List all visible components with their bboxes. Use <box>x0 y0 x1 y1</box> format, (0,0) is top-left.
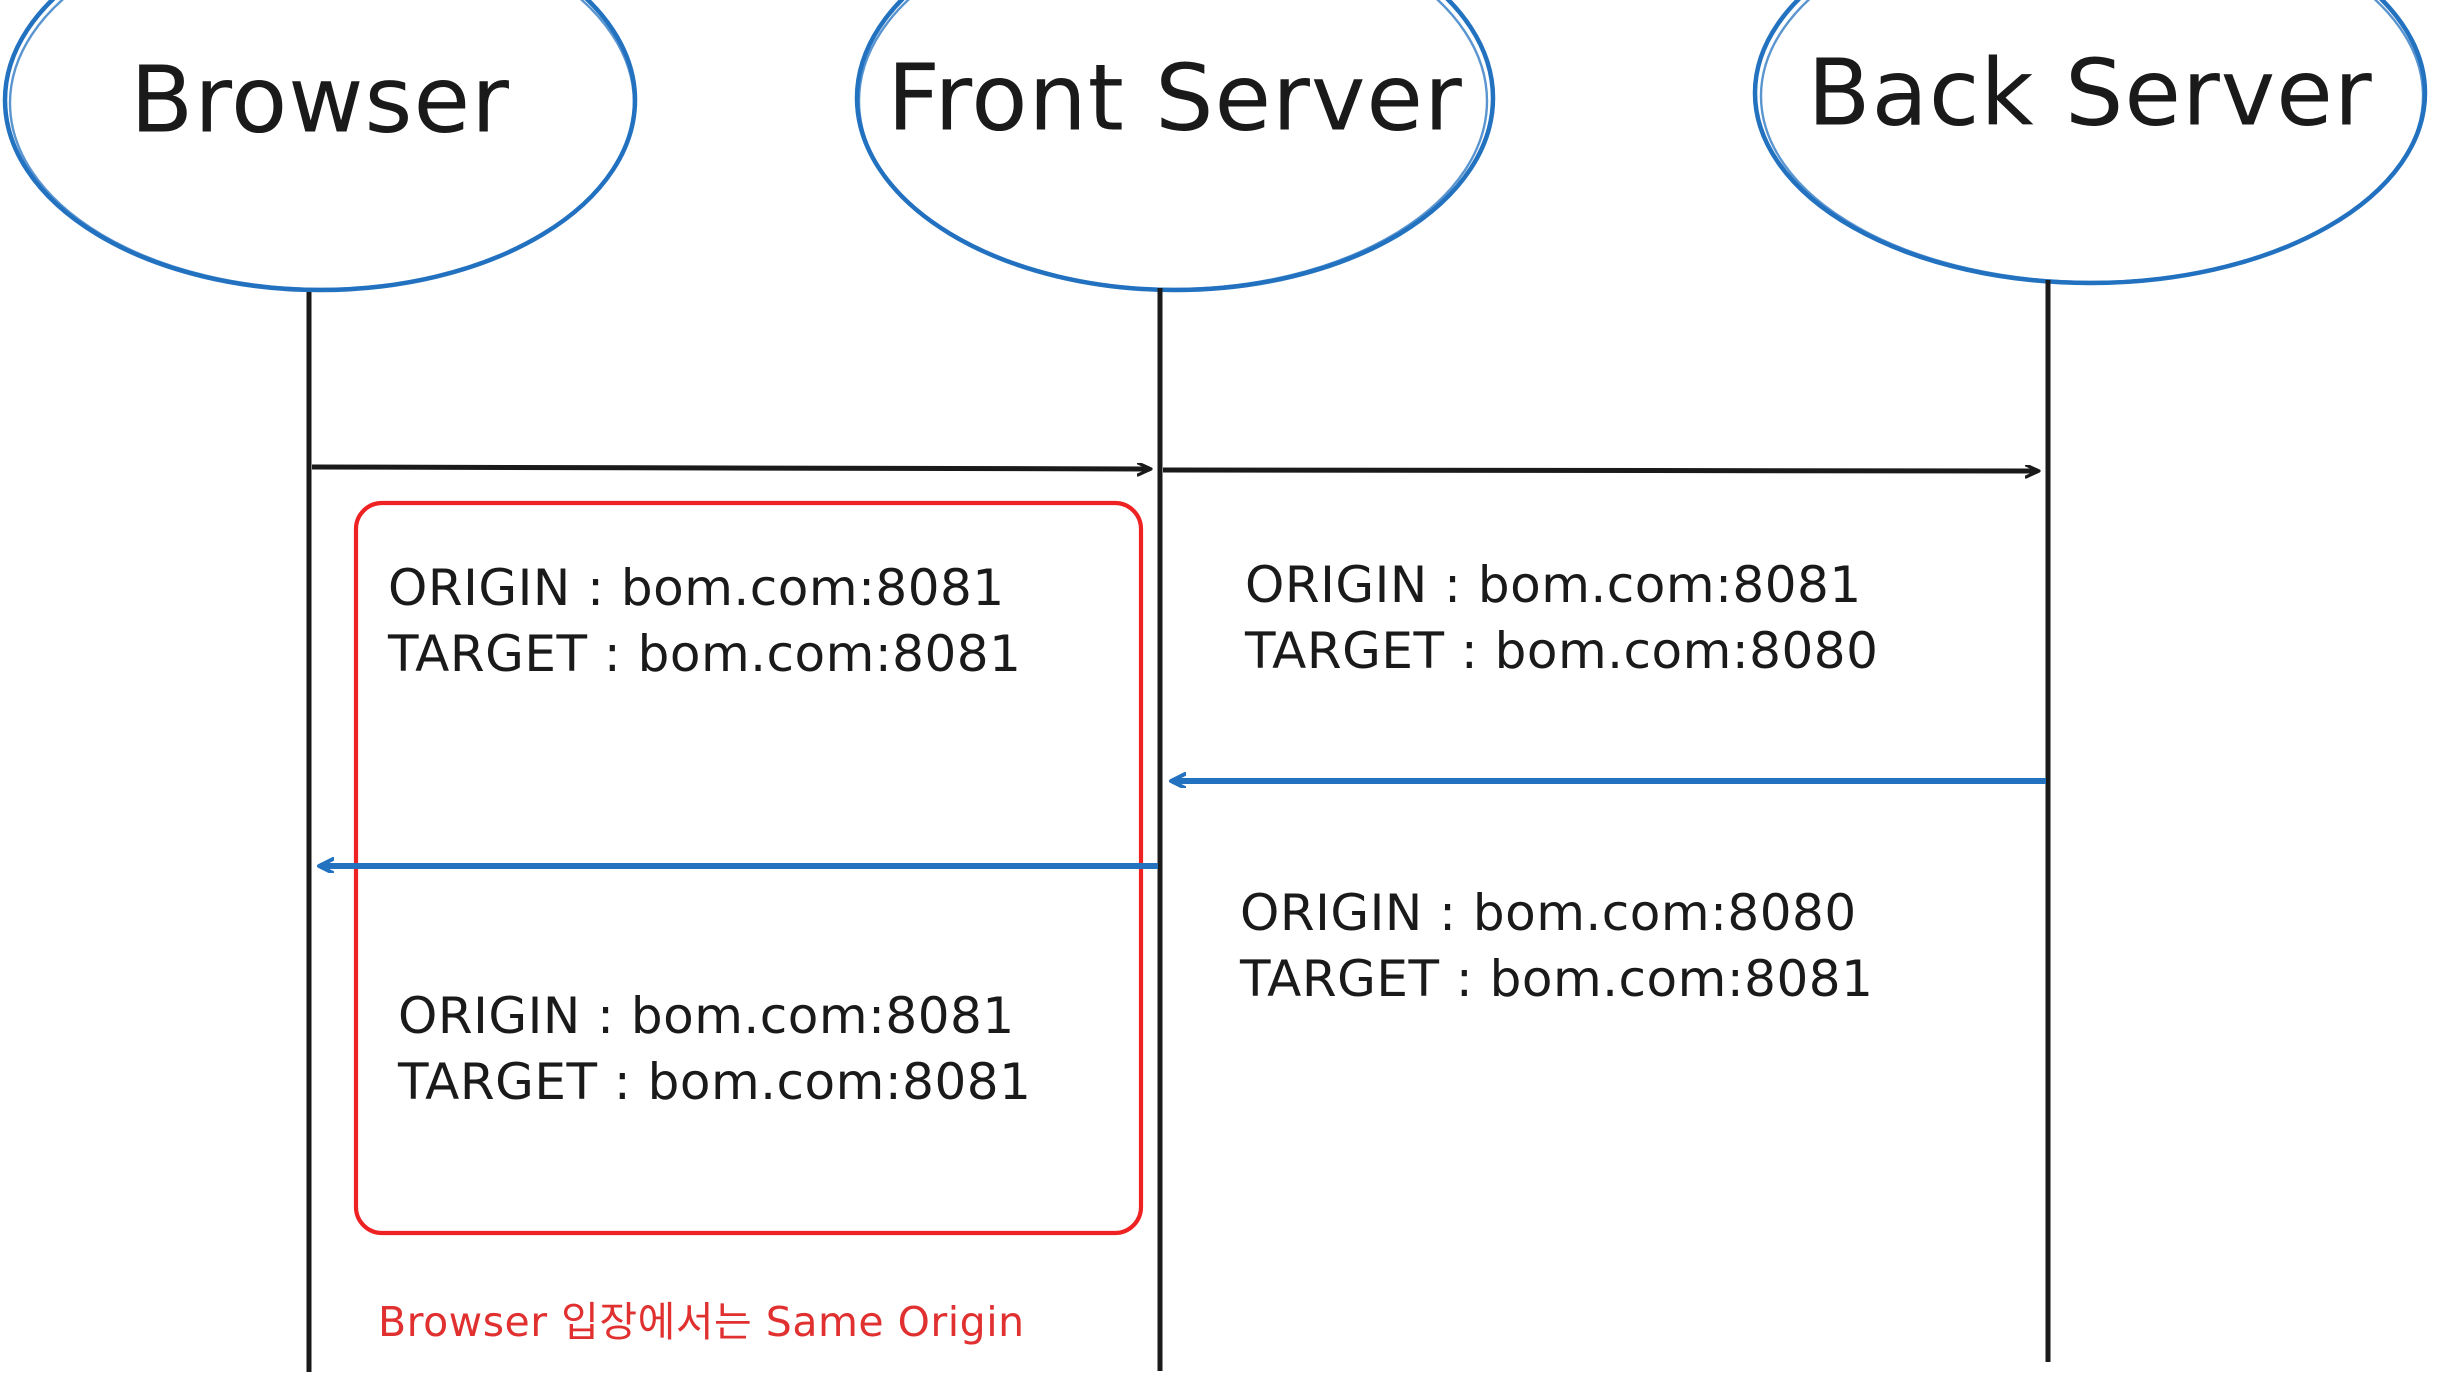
target-line: TARGET : bom.com:8080 <box>1245 622 1879 680</box>
origin-line: ORIGIN : bom.com:8081 <box>1245 556 1862 614</box>
same-origin-note-caption: Browser 입장에서는 Same Origin <box>378 1298 1025 1346</box>
message-block-browser-request: ORIGIN : bom.com:8081 TARGET : bom.com:8… <box>388 555 1021 687</box>
actor-ellipse-browser[interactable] <box>2 0 638 293</box>
message-front-to-back[interactable] <box>1162 470 2038 471</box>
message-browser-to-front[interactable] <box>311 467 1150 469</box>
actor-label-browser: Browser <box>130 46 510 154</box>
origin-line: ORIGIN : bom.com:8081 <box>388 559 1005 617</box>
actor-ellipse-back-server[interactable] <box>1752 0 2428 286</box>
origin-line: ORIGIN : bom.com:8081 <box>398 987 1015 1045</box>
target-line: TARGET : bom.com:8081 <box>388 625 1022 683</box>
target-line: TARGET : bom.com:8081 <box>398 1053 1032 1111</box>
actor-label-front-server: Front Server <box>887 44 1463 152</box>
actor-ellipse-front-server[interactable] <box>854 0 1496 293</box>
target-line: TARGET : bom.com:8081 <box>1240 950 1874 1008</box>
message-block-front-request: ORIGIN : bom.com:8081 TARGET : bom.com:8… <box>1245 552 1878 684</box>
message-block-front-response: ORIGIN : bom.com:8081 TARGET : bom.com:8… <box>398 983 1031 1115</box>
actor-label-back-server: Back Server <box>1807 39 2373 147</box>
message-block-back-response: ORIGIN : bom.com:8080 TARGET : bom.com:8… <box>1240 880 1873 1012</box>
origin-line: ORIGIN : bom.com:8080 <box>1240 884 1857 942</box>
